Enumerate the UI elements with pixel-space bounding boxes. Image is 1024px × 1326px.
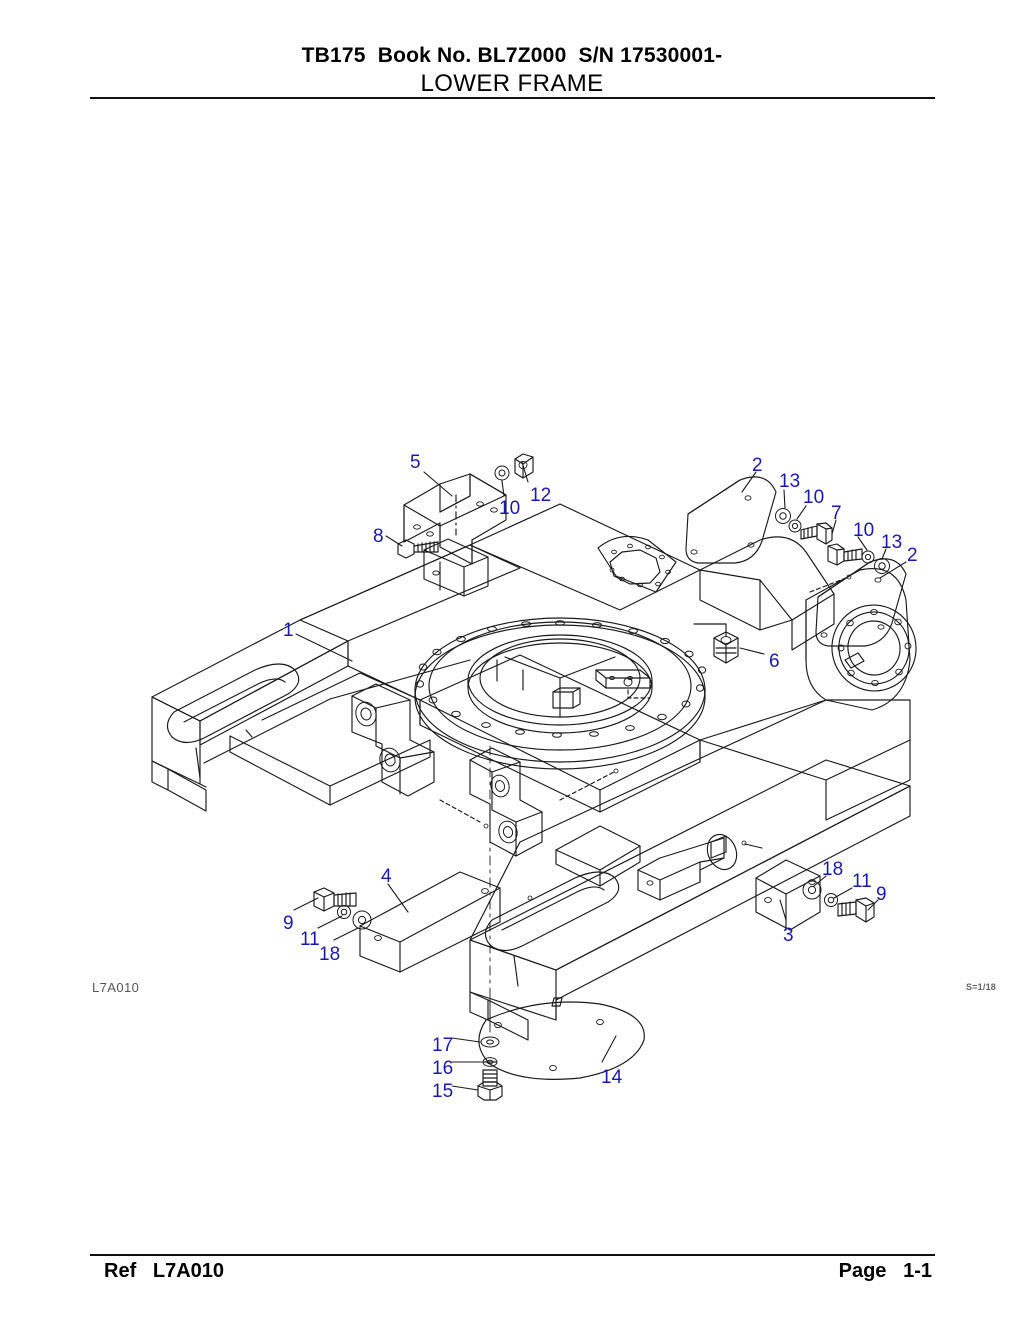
callout-number-10: 10 [803, 487, 825, 508]
callout-number-17: 17 [432, 1035, 454, 1056]
page-title-section-name: LOWER FRAME [420, 70, 604, 97]
footer-reference-label: Ref L7A010 [104, 1260, 225, 1282]
callout-number-12: 12 [530, 485, 552, 506]
callout-number-11: 11 [852, 871, 872, 892]
callout-number-11: 11 [300, 929, 320, 950]
callout-number-18: 18 [822, 859, 844, 880]
callout-number-4: 4 [381, 866, 392, 887]
callout-number-15: 15 [432, 1081, 454, 1102]
callout-number-16: 16 [432, 1058, 454, 1079]
callout-number-5: 5 [410, 452, 421, 473]
page-header: TB175 Book No. BL7Z000 S/N 17530001- LOW… [0, 0, 1024, 100]
callout-number-13: 13 [881, 532, 903, 553]
callout-number-8: 8 [373, 526, 384, 547]
callout-number-7: 7 [831, 503, 842, 524]
callout-number-6: 6 [769, 651, 780, 672]
callout-number-18: 18 [319, 944, 341, 965]
drawing-code-label: L7A010 [92, 980, 140, 995]
callout-number-10: 10 [853, 520, 875, 541]
callout-number-9: 9 [876, 884, 887, 905]
page-title-model-line: TB175 Book No. BL7Z000 S/N 17530001- [301, 44, 723, 67]
callout-number-2: 2 [752, 455, 763, 476]
callout-number-14: 14 [601, 1067, 623, 1088]
drawing-scale-label: S=1/18 [966, 982, 996, 992]
footer-divider-rule [90, 1254, 935, 1256]
callout-number-10: 10 [499, 498, 521, 519]
callout-number-13: 13 [779, 471, 801, 492]
footer-page-number: Page 1-1 [838, 1260, 932, 1282]
header-divider-rule [90, 97, 935, 99]
callout-number-2: 2 [907, 545, 918, 566]
callout-number-1: 1 [283, 620, 294, 641]
parts-diagram-illustration [151, 453, 917, 1101]
callout-number-3: 3 [783, 925, 794, 946]
callout-number-9: 9 [283, 913, 294, 934]
